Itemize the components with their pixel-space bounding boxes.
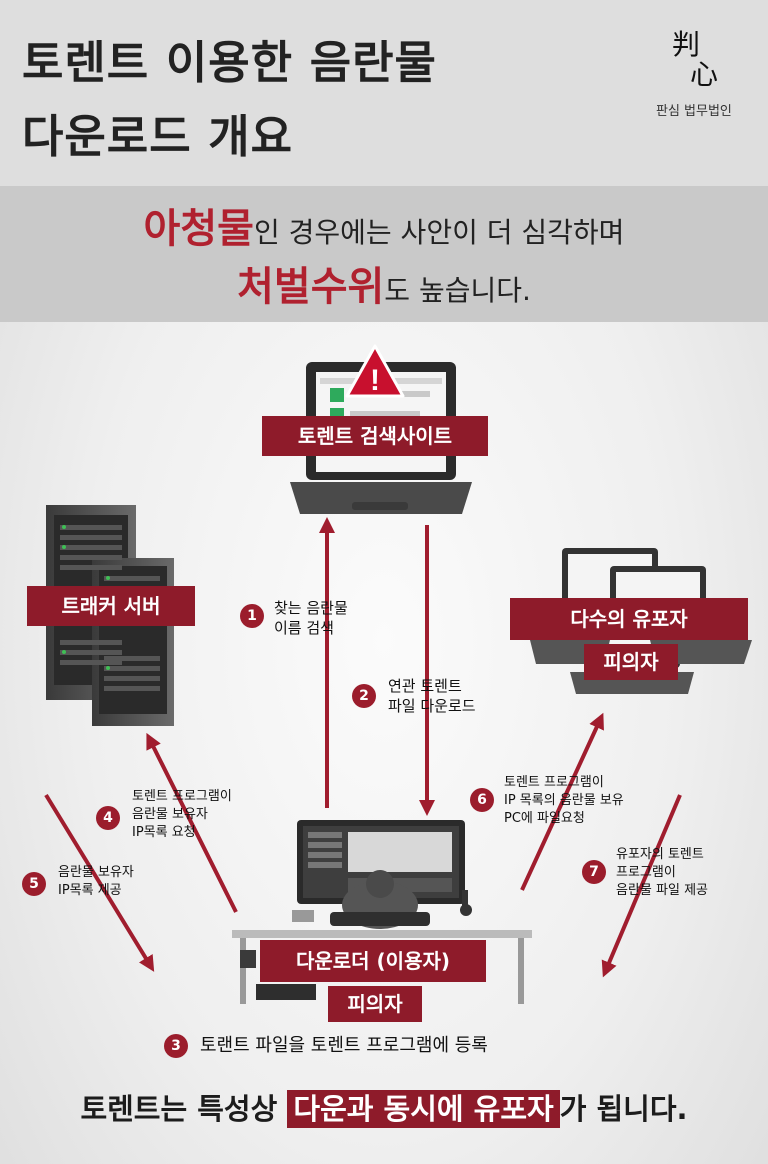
node-downloader-sub: 피의자 [328, 986, 422, 1022]
step-4-line-2: 음란물 보유자 [132, 807, 208, 822]
footer-post: 가 됩니다. [559, 1092, 688, 1126]
banner-line-1: 아청물인 경우에는 사안이 더 심각하며 [0, 196, 768, 254]
step-4-line-1: 토렌트 프로그램이 [132, 789, 232, 804]
warning-banner [0, 186, 768, 322]
node-downloader: 다운로더 (이용자) [260, 940, 486, 982]
arrow-step-5 [44, 793, 155, 972]
step-1-line-2: 이름 검색 [274, 619, 334, 637]
step-6-badge: 6 [470, 788, 494, 812]
step-2-badge: 2 [352, 684, 376, 708]
step-1-badge: 1 [240, 604, 264, 628]
logo-mark-top: 判 [672, 28, 701, 61]
footer-pre: 토렌트는 특성상 [80, 1092, 288, 1126]
node-distributors: 다수의 유포자 [510, 598, 748, 640]
step-7-badge: 7 [582, 860, 606, 884]
alert-symbol: ! [370, 364, 380, 397]
step-1-line-1: 찾는 음란물 [274, 599, 348, 617]
step-3-line-1: 토랜트 파일을 토렌트 프로그램에 등록 [200, 1035, 488, 1056]
step-6-line-2: IP 목록의 음란물 보유 [504, 793, 624, 808]
step-5-line-1: 음란물 보유자 [58, 865, 134, 880]
banner-line-2: 처벌수위도 높습니다. [0, 254, 768, 312]
step-7-line-2: 프로그램이 [616, 865, 676, 880]
arrow-step-4 [146, 732, 238, 913]
node-distributors-sub: 피의자 [584, 644, 678, 680]
alert-triangle-icon [345, 344, 405, 398]
arrow-step-6 [520, 712, 604, 891]
step-6-text: 토렌트 프로그램이 IP 목록의 음란물 보유 PC에 파일요청 [504, 774, 624, 828]
logo-mark-bottom: 心 [690, 58, 719, 91]
step-4-text: 토렌트 프로그램이 음란물 보유자 IP목록 요청 [132, 788, 232, 842]
step-5-badge: 5 [22, 872, 46, 896]
title-line-1: 토렌트 이용한 음란물 [22, 36, 437, 89]
step-3-text: 토랜트 파일을 토렌트 프로그램에 등록 [200, 1034, 488, 1058]
banner-text-1: 인 경우에는 사안이 더 심각하며 [253, 216, 625, 249]
step-2-line-2: 파일 다운로드 [388, 697, 476, 715]
node-search-site: 토렌트 검색사이트 [262, 416, 488, 456]
step-5-line-2: IP목록 제공 [58, 883, 122, 898]
flow-arrows [44, 517, 682, 978]
banner-keyword-1: 아청물 [143, 206, 254, 252]
banner-text-2: 도 높습니다. [384, 274, 531, 307]
step-2-line-1: 연관 토렌트 [388, 677, 462, 695]
workstation-icon [232, 820, 532, 1004]
step-7-line-3: 음란물 파일 제공 [616, 883, 708, 898]
step-7-line-1: 유포자의 토렌트 [616, 847, 704, 862]
title-line-2: 다운로드 개요 [22, 110, 294, 163]
logo-mark: 判 心 [672, 30, 718, 90]
banner-keyword-2: 처벌수위 [237, 264, 385, 310]
footer-highlight: 다운과 동시에 유포자 [287, 1090, 560, 1128]
step-5-text: 음란물 보유자 IP목록 제공 [58, 864, 134, 900]
step-4-badge: 4 [96, 806, 120, 830]
step-6-line-1: 토렌트 프로그램이 [504, 775, 604, 790]
step-7-text: 유포자의 토렌트 프로그램이 음란물 파일 제공 [616, 846, 708, 900]
step-2-text: 연관 토렌트 파일 다운로드 [388, 676, 476, 716]
step-6-line-3: PC에 파일요청 [504, 811, 585, 826]
header [0, 0, 768, 186]
node-tracker: 트래커 서버 [27, 586, 195, 626]
logo-name: 판심 법무법인 [656, 104, 732, 119]
step-3-badge: 3 [164, 1034, 188, 1058]
step-1-text: 찾는 음란물 이름 검색 [274, 598, 348, 638]
step-4-line-3: IP목록 요청 [132, 825, 196, 840]
arrow-step-7 [601, 794, 682, 978]
